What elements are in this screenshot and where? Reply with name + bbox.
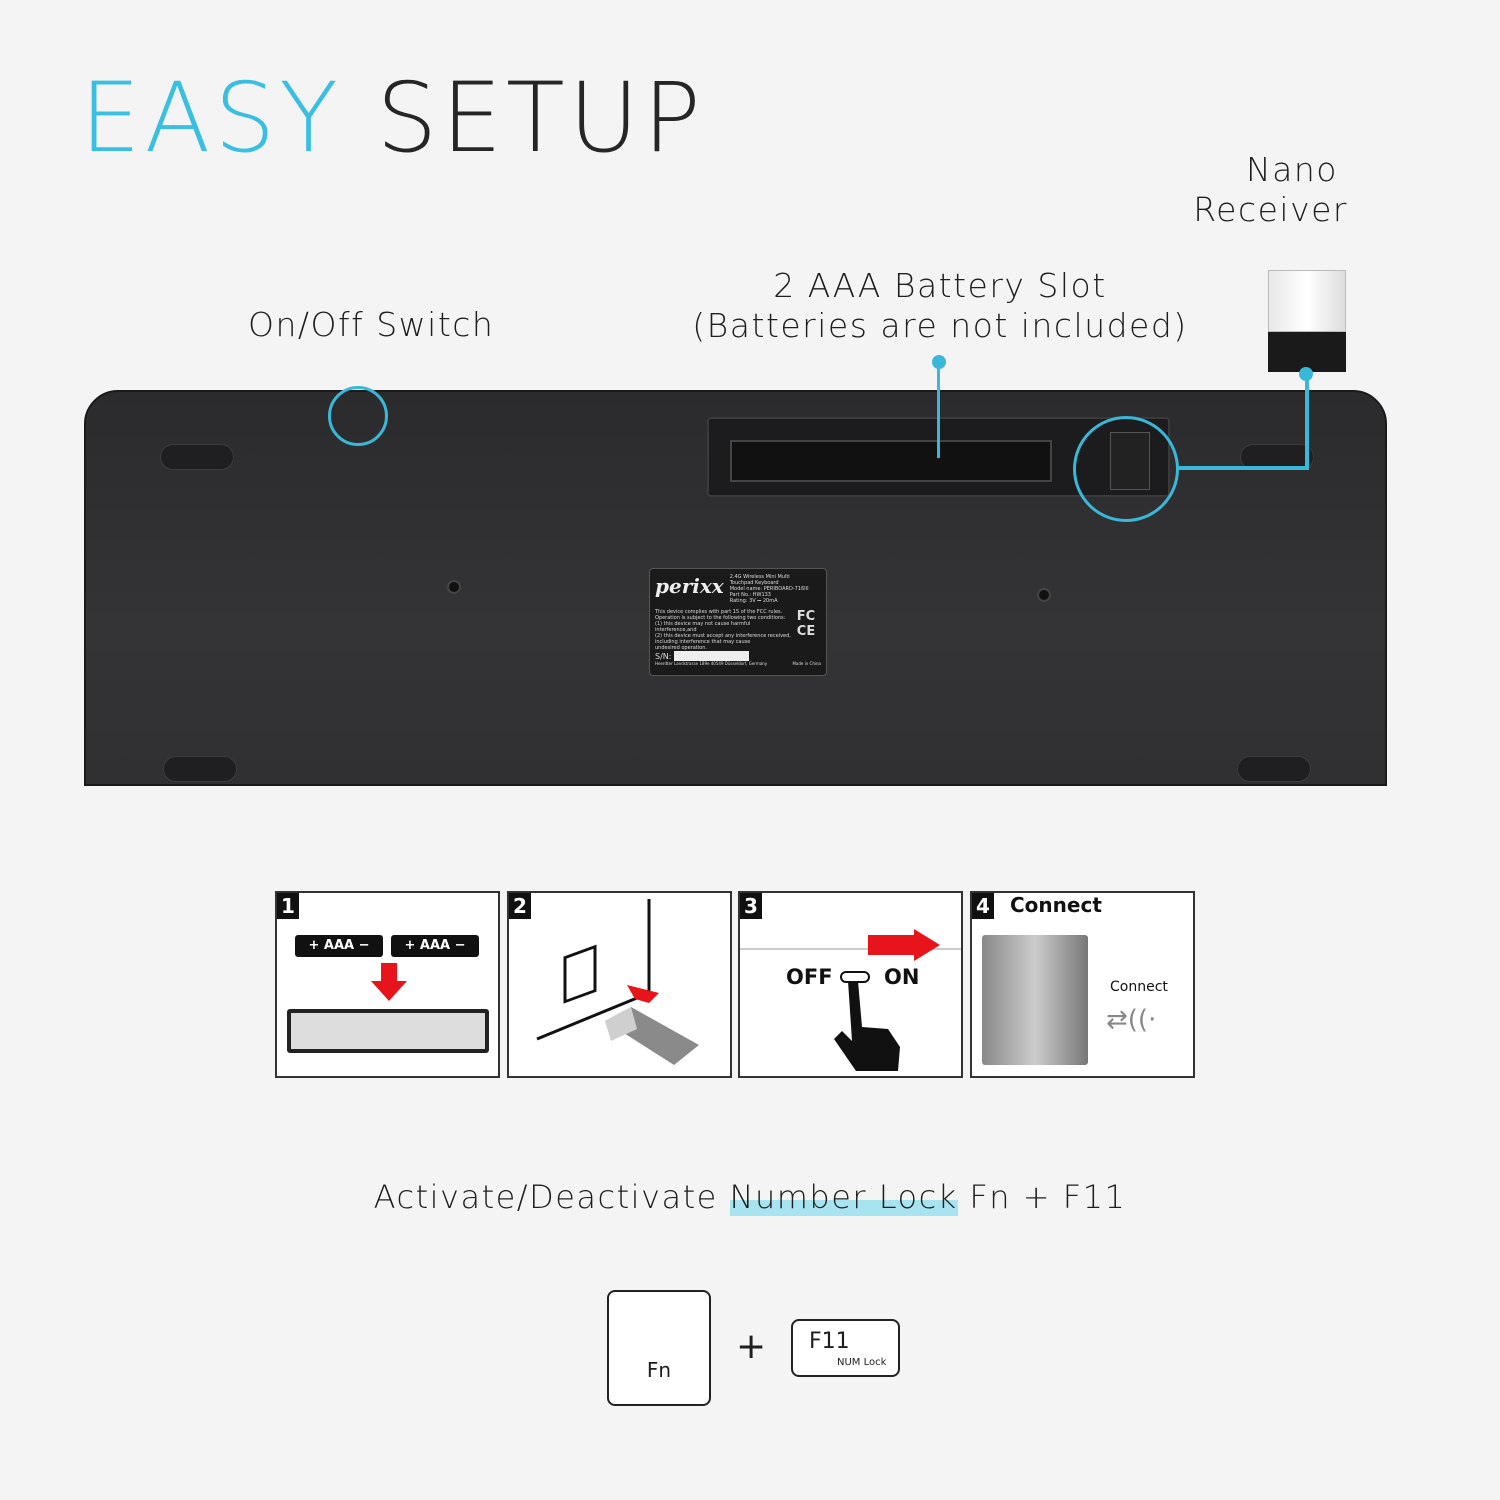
rubber-foot [160,444,234,470]
computer-tower-icon [982,935,1088,1065]
battery-slot [730,440,1052,482]
origin: Made in China [792,661,821,666]
fcc-text: This device complies with part 15 of the… [655,609,783,615]
step-number: 1 [277,893,299,919]
receiver-callout-line1: Nano [1245,150,1338,189]
wireless-signal-icon: ⇄((· [1106,1005,1157,1035]
brand-logo: perixx [655,574,724,598]
down-arrow-head [371,981,407,1001]
spec-line: Touchpad Keyboard [729,580,779,586]
fcc-text: undesired operation. [655,645,707,651]
battery-compartment-icon [287,1009,489,1053]
receiver-pointer-line [1178,466,1309,470]
ce-mark: CE [796,624,816,639]
fcc-text: including interference that may cause [655,639,751,645]
address: Heerdter Landstrasse 189e 40549 Düsseldo… [655,661,768,666]
serial-box [674,651,750,661]
receiver-callout-line2: Receiver [1193,190,1348,229]
right-arrow-head [914,929,940,961]
right-arrow-icon [868,935,916,955]
step-number: 4 [972,893,994,919]
numlock-key-sublabel: NUM Lock [837,1357,887,1368]
switch-off-label: OFF [786,965,833,989]
step-number: 2 [509,893,531,919]
serial-label: S/N: [655,651,672,661]
nano-receiver-image [1268,270,1346,372]
fcc-text: (2) this device must accept any interfer… [655,633,791,639]
plus-sign: + [736,1326,767,1367]
battery-icon: + AAA − [295,935,383,957]
receiver-pointer-line [1305,374,1309,470]
receiver-highlight-ring [1073,416,1179,522]
numlock-instruction: Activate/Deactivate Number Lock Fn + F11 [0,1178,1500,1216]
numlock-highlight: Number Lock [729,1178,958,1216]
numlock-text-pre: Activate/Deactivate [373,1178,730,1216]
fcc-mark: FC [796,609,816,624]
rubber-foot [1237,756,1311,782]
title-accent: EASY [80,62,342,174]
step-4-title: Connect [1010,893,1102,917]
f11-key: F11 NUM Lock [791,1319,900,1377]
fcc-text: Operation is subject to the following tw… [655,615,786,621]
battery-icon: + AAA − [391,935,479,957]
rubber-foot [163,756,237,782]
divider [740,948,961,950]
fcc-text: (1) this device may not cause harmful in… [655,621,751,633]
spec-line: Part No.: HW133 [729,592,771,598]
spec-line: Model name: PERIBOARD-716III [729,586,809,592]
spec-line: 2.4G Wireless Mini Multi [729,574,790,580]
step-1-panel: 1 + AAA − + AAA − [275,891,500,1078]
title-main: SETUP [376,62,705,174]
battery-label: AAA [419,938,451,953]
step-2-panel: 2 [507,891,732,1078]
step-3-panel: 3 OFF ON [738,891,963,1078]
usb-plug-illustration [536,899,699,1065]
fn-key: Fn [607,1290,711,1406]
screw [1037,588,1051,602]
down-arrow-icon [381,963,397,981]
step-number: 3 [740,893,762,919]
numlock-text-post: Fn + F11 [957,1178,1127,1216]
device-label: perixx 2.4G Wireless Mini Multi Touchpad… [649,568,827,676]
step-4-panel: 4 Connect Connect ⇄((· [970,891,1195,1078]
battery-label: AAA [323,938,355,953]
connect-caption: Connect [1110,979,1168,995]
switch-on-label: ON [884,965,920,989]
pointing-hand-icon [834,981,900,1071]
fn-key-label: Fn [646,1358,672,1382]
receiver-callout: Nano Receiver [1150,150,1348,230]
spec-line: Rating: 3V ⎓ 20mA [729,598,778,604]
battery-pointer-line [937,362,940,458]
switch-highlight-ring [328,386,388,446]
battery-callout-line2: (Batteries are not included) [692,306,1188,345]
rubber-foot [1240,444,1314,470]
f11-key-label: F11 [809,1329,850,1354]
screw [447,580,461,594]
battery-callout: 2 AAA Battery Slot (Batteries are not in… [680,266,1200,346]
switch-callout: On/Off Switch [248,305,495,344]
battery-callout-line1: 2 AAA Battery Slot [773,266,1107,305]
page-title: EASY SETUP [80,62,705,174]
